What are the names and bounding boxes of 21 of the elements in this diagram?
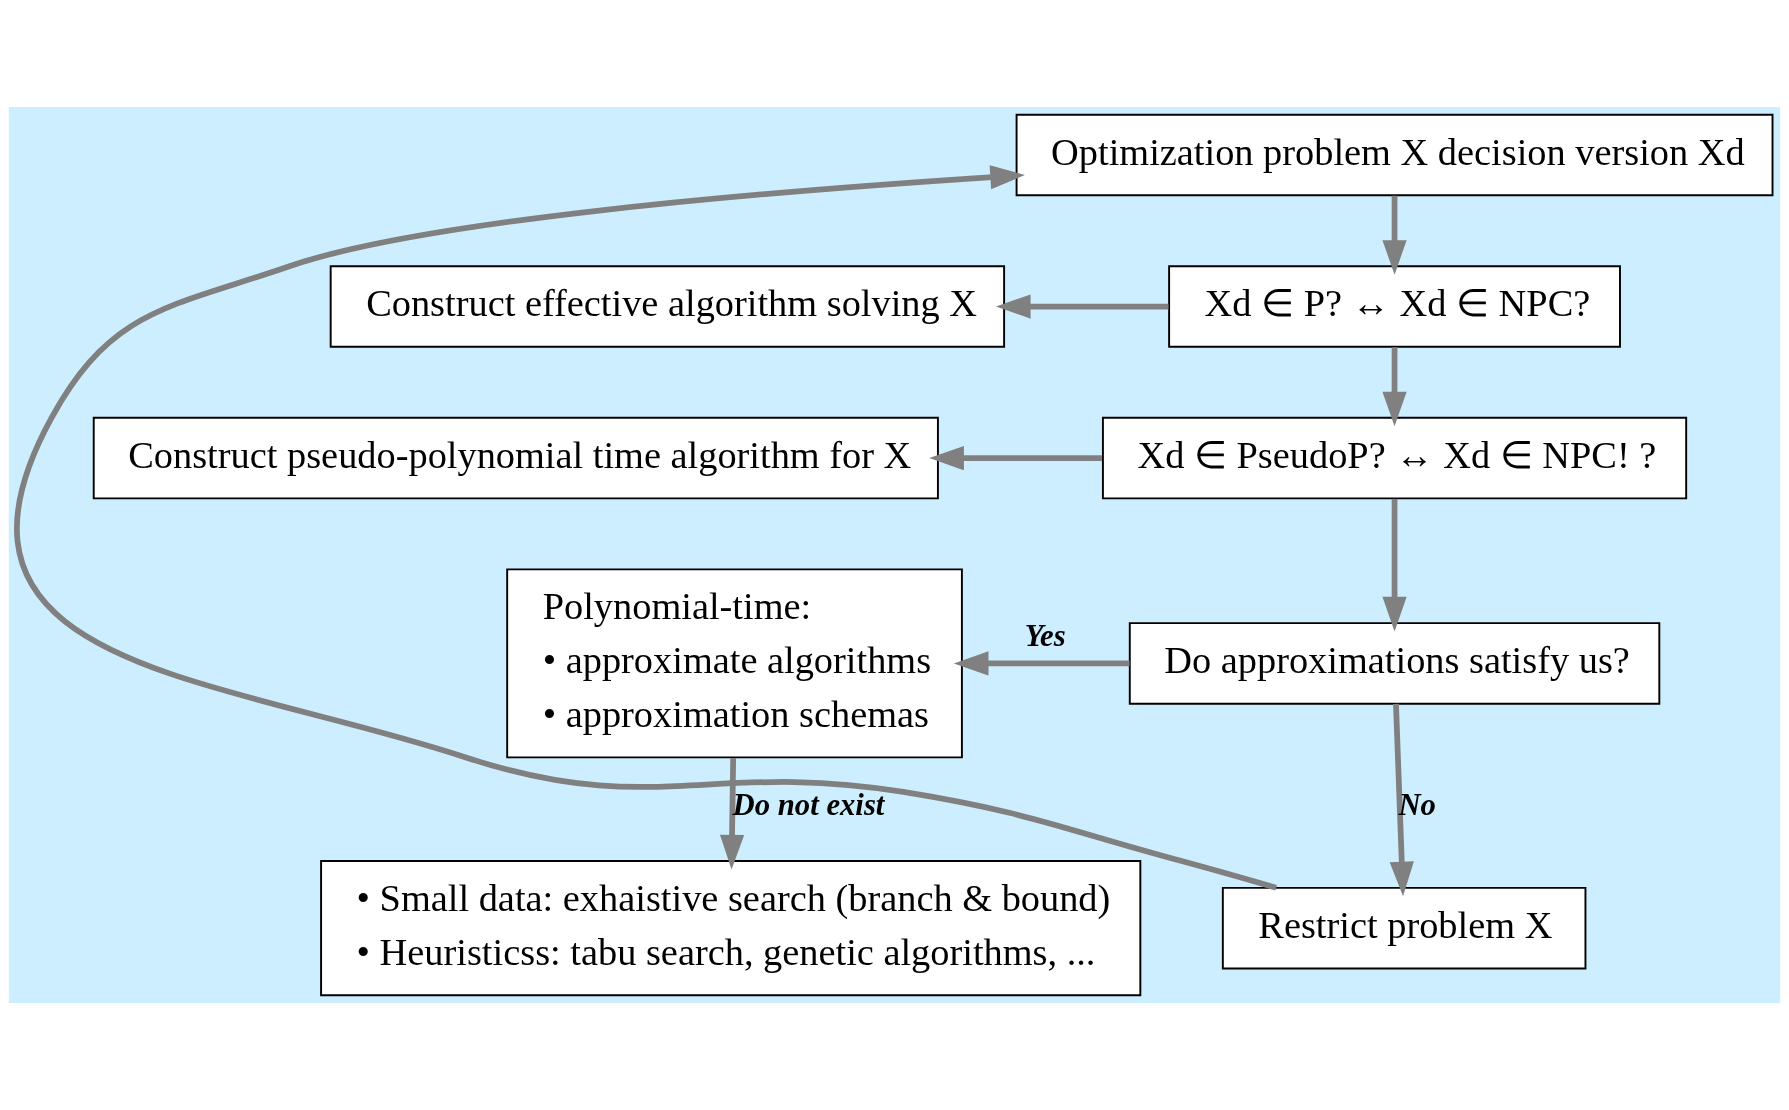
arrow: [1389, 703, 1414, 897]
node-box: Polynomial-time: • approximate algorithms • approximation schemas: [506, 568, 963, 759]
node-box: Optimization problem X decision version Xd: [1015, 113, 1774, 197]
edge-label: Yes: [1024, 618, 1066, 653]
node-box: Do approximations satisfy us?: [1128, 622, 1661, 705]
arrow: [929, 446, 1103, 471]
arrow: [1382, 347, 1407, 427]
node-box: Xd ∈ PseudoP? ↔ Xd ∈ NPC! ?: [1101, 416, 1688, 500]
arrow: [1382, 195, 1407, 275]
node-box: Restrict problem X: [1221, 886, 1587, 970]
arrow: [953, 651, 1130, 676]
node-box: • Small data: exhaistive search (branch & bound) • Heuristicss: tabu search, genetic algorithms, ...: [320, 860, 1142, 997]
node-box: Construct effective algorithm solving X: [329, 265, 1006, 348]
arrow: [15, 165, 1277, 891]
arrow: [719, 758, 745, 870]
arrow: [995, 294, 1169, 319]
node-box: Construct pseudo-polynomial time algorithm for X: [92, 416, 939, 500]
edge-label: Do not exist: [732, 787, 885, 822]
node-box: Xd ∈ P? ↔ Xd ∈ NPC?: [1168, 265, 1621, 348]
edge-label: No: [1398, 787, 1436, 822]
arrow: [1382, 498, 1407, 632]
